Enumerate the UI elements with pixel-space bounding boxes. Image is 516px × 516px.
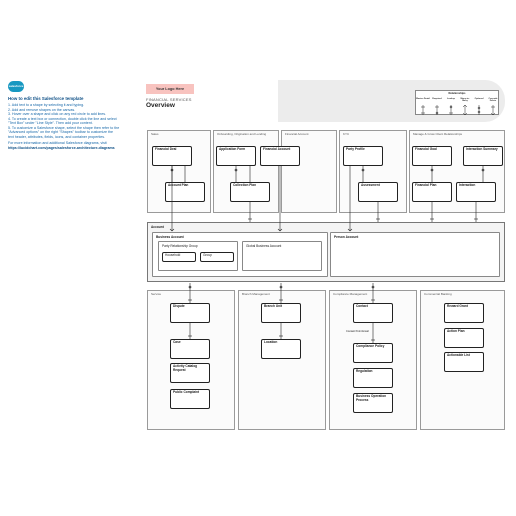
entity-business-operation[interactable]: Business Operation Process [353, 393, 393, 413]
page-subtitle: FINANCIAL SERVICES [146, 97, 192, 102]
entity-case[interactable]: Case [170, 339, 210, 359]
entity-account-plan[interactable]: Account Plan [165, 182, 205, 202]
entity-reward-grant[interactable]: Reward Grant [444, 303, 484, 323]
entity-branch-unit[interactable]: Branch Unit [261, 303, 301, 323]
salesforce-logo: salesforce [8, 81, 24, 92]
global-business-account[interactable]: Global Business Account [242, 241, 322, 271]
legend-item: Required [432, 98, 442, 100]
entity-assessment[interactable]: Assessment [358, 182, 398, 202]
section-label: Onboarding, Origination and Lending [217, 132, 267, 136]
entity-public-complaint[interactable]: Public Complaint [170, 389, 210, 409]
logo-placeholder[interactable]: Your Logo Here [146, 84, 194, 94]
entity-regulation[interactable]: Regulation [353, 368, 393, 388]
section-label: Financial Account [285, 132, 309, 136]
section-label: KYC [343, 132, 350, 136]
entity-contact[interactable]: Contact [353, 303, 393, 323]
entity-party-profile[interactable]: Party Profile [343, 146, 383, 166]
entity-dispute[interactable]: Dispute [170, 303, 210, 323]
instruction-line: "Advanced options" on the right "Shapes"… [8, 130, 113, 134]
logo-text: salesforce [8, 84, 24, 88]
instructions-title: How to edit this Salesforce template [8, 96, 84, 101]
section-label: Sales [151, 132, 159, 136]
account-label: Account [151, 225, 164, 229]
instruction-line: "Text Box" under "Line Style". Then add … [8, 121, 93, 125]
relationship-legend: Relationships Master-Detail Required Loo… [415, 90, 499, 116]
connector-label: Contact Point Email [346, 330, 369, 333]
person-account-container[interactable]: Person Account [330, 232, 500, 277]
section-label: Branch Management [242, 292, 270, 296]
instruction-line: 3. Hover over a shape and click on any r… [8, 112, 107, 116]
legend-item: Lookup [447, 98, 455, 100]
party-relationship-group-label: Party Relationship Group [162, 244, 198, 248]
entity-interaction-summary[interactable]: Interaction Summary [463, 146, 503, 166]
entity-financial-account[interactable]: Financial Account [260, 146, 300, 166]
person-account-label: Person Account [334, 235, 359, 239]
entity-interaction[interactable]: Interaction [456, 182, 496, 202]
instruction-line: 1. Add text to a shape by selecting it a… [8, 103, 85, 107]
legend-item: Optional [474, 98, 484, 100]
section-label: Manage & Grow Client Relationships [413, 132, 463, 136]
global-business-account-label: Global Business Account [246, 244, 282, 248]
entity-compliance-policy[interactable]: Compliance Policy [353, 343, 393, 363]
page-title: Overview [146, 102, 175, 109]
business-account-label: Business Account [156, 235, 184, 239]
legend-title: Relationships [448, 92, 466, 95]
entity-financial-plan[interactable]: Financial Plan [412, 182, 452, 202]
section-financial-account: Financial Account [281, 130, 337, 213]
instruction-line: 2. Add and remove shapes on the canvas. [8, 107, 76, 112]
instruction-line: 5. To customize a Salesforce shape, sele… [8, 125, 120, 130]
entity-activity-catalog[interactable]: Activity Catalog Request [170, 363, 210, 383]
section-label: Service [151, 292, 162, 296]
entity-application-form[interactable]: Application Form [216, 146, 256, 166]
entity-collection-plan[interactable]: Collection Plan [230, 182, 270, 202]
section-label: Commercial Banking [424, 292, 452, 296]
legend-item: Many-to-Many [460, 98, 470, 102]
legend-item: Cascade Delete [488, 98, 498, 102]
section-label: Compliance Management [333, 292, 368, 296]
instruction-link[interactable]: https://lucidchart.com/pages/salesforce-… [8, 145, 115, 150]
entity-financial-goal[interactable]: Financial Goal [412, 146, 452, 166]
entity-action-plan[interactable]: Action Plan [444, 328, 484, 348]
instruction-line: text header, attributes, fields, icons, … [8, 134, 106, 139]
instruction-more: For more information and additional Sale… [8, 141, 107, 145]
legend-symbols [421, 104, 496, 116]
entity-financial-deal[interactable]: Financial Deal [152, 146, 192, 166]
entity-group[interactable]: Group [200, 252, 234, 262]
entity-location[interactable]: Location [261, 339, 301, 359]
legend-item: Master-Detail [416, 98, 430, 100]
entity-household[interactable]: Household [162, 252, 196, 262]
instruction-line: 4. To create a text box or connection, d… [8, 116, 117, 121]
entity-actionable-list[interactable]: Actionable List [444, 352, 484, 372]
